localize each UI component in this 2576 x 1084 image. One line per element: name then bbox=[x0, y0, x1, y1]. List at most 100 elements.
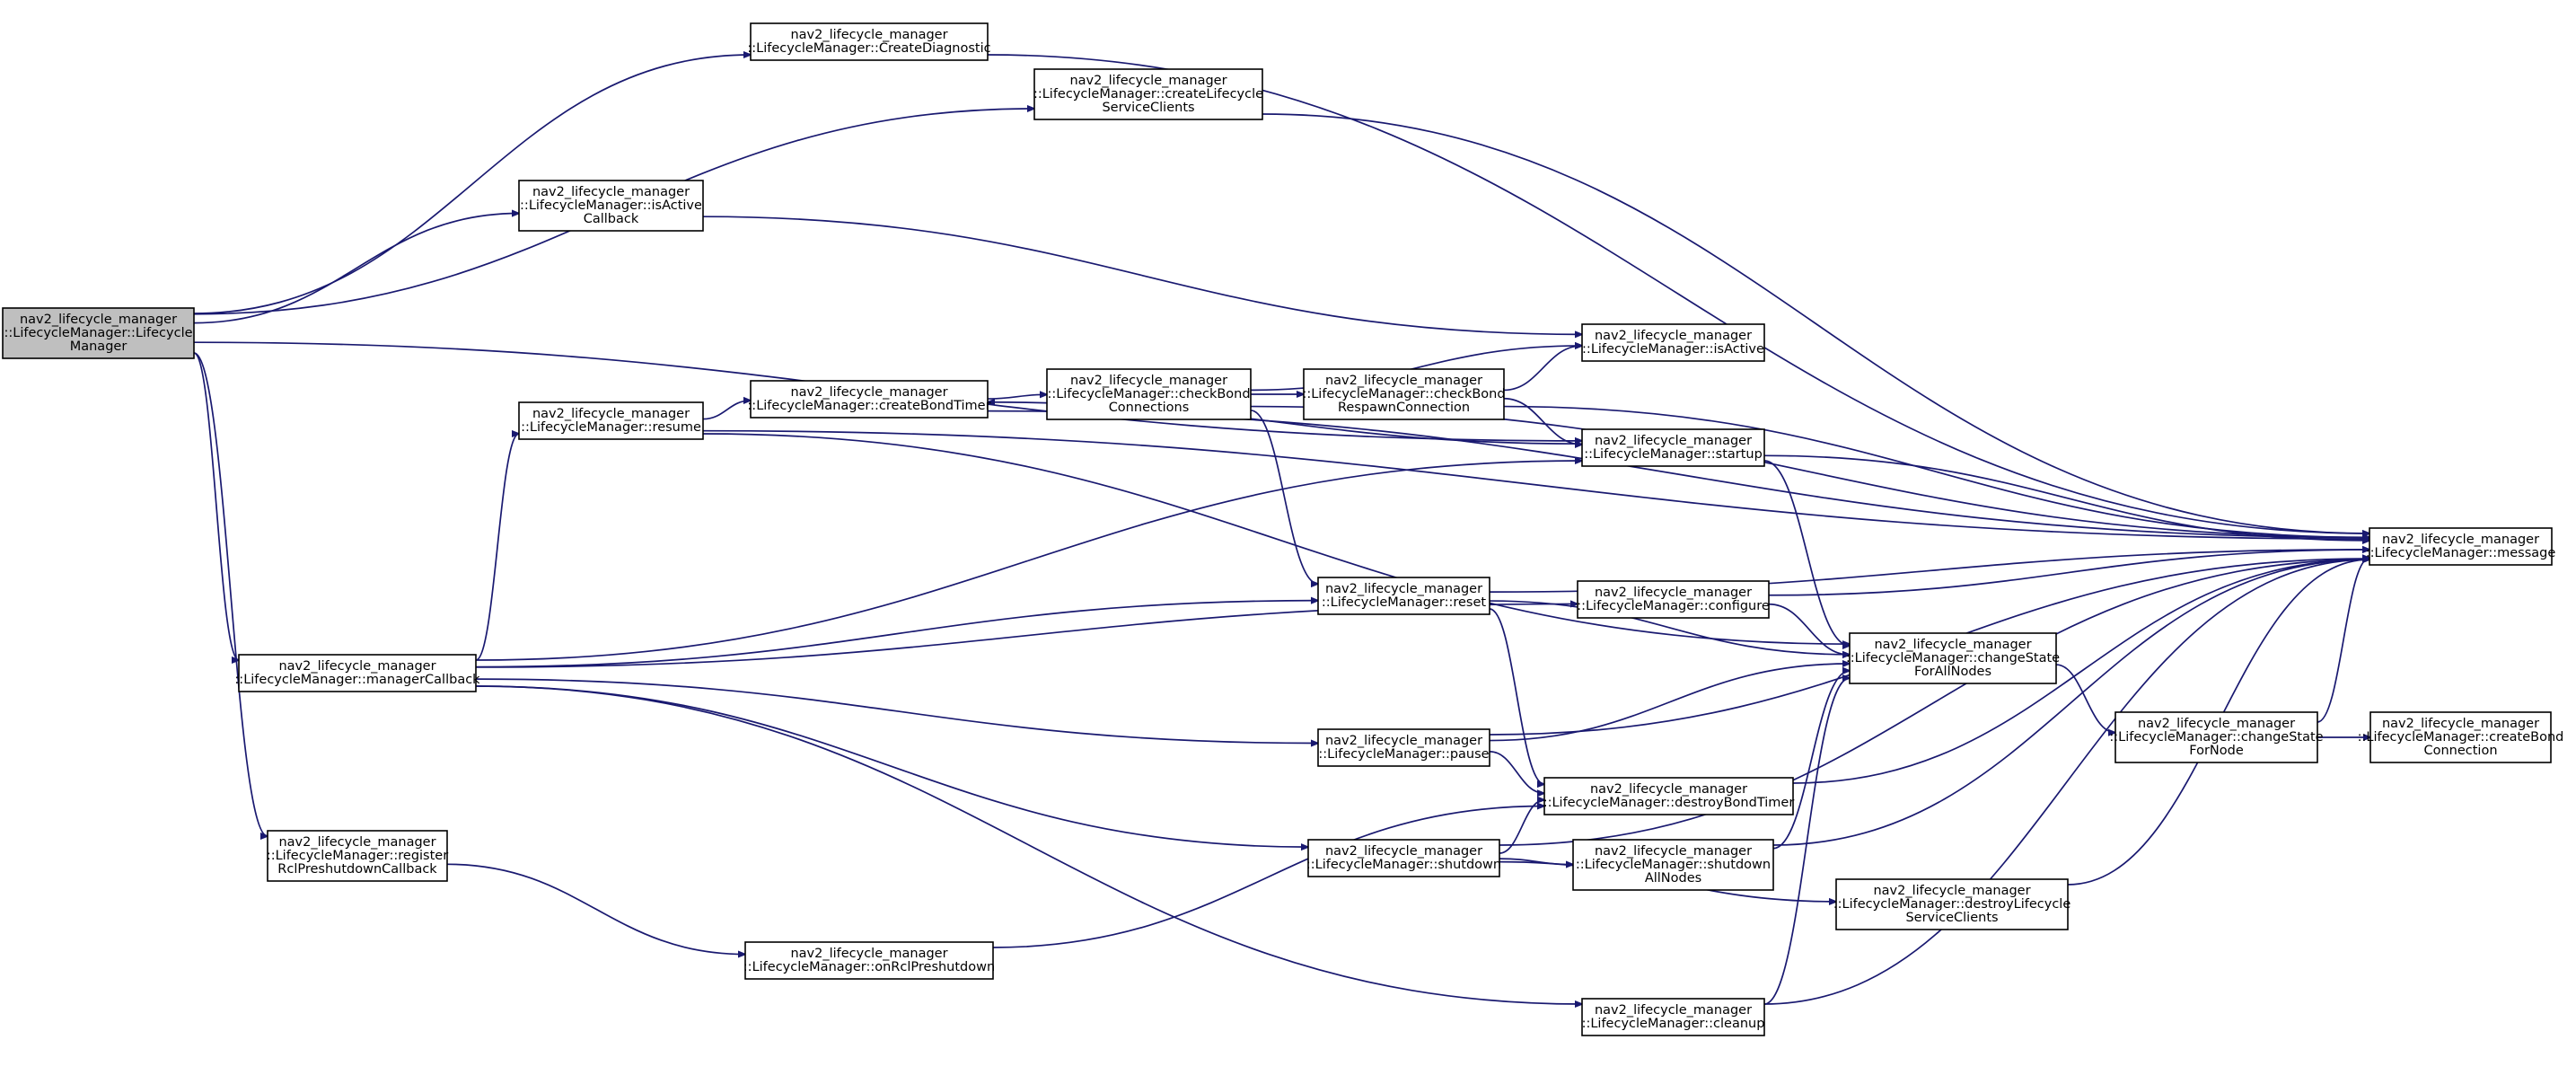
edge-arrow bbox=[1262, 113, 2369, 533]
node-label-line: nav2_lifecycle_manager bbox=[2382, 717, 2539, 731]
node-resume[interactable]: nav2_lifecycle_manager::LifecycleManager… bbox=[518, 401, 704, 440]
node-label-line: Connection bbox=[2423, 744, 2497, 758]
node-box bbox=[2369, 527, 2553, 566]
node-label-line: Connections bbox=[1109, 401, 1190, 415]
node-label-line: nav2_lifecycle_manager bbox=[278, 659, 435, 674]
node-shutdown[interactable]: nav2_lifecycle_manager::LifecycleManager… bbox=[1306, 839, 1501, 877]
edge-arrow bbox=[1763, 460, 1850, 646]
node-onRclPreshutdown[interactable]: nav2_lifecycle_manager::LifecycleManager… bbox=[743, 941, 995, 980]
node-label-line: ::LifecycleManager::changeState bbox=[1846, 651, 2060, 665]
node-box bbox=[267, 830, 448, 882]
edge-changeStateForAllNodes-to-changeStateForNode bbox=[2055, 664, 2115, 733]
edge-arrow bbox=[1499, 800, 1544, 854]
node-managerCallback[interactable]: nav2_lifecycle_manager::LifecycleManager… bbox=[234, 654, 480, 692]
edge-arrow bbox=[193, 214, 519, 324]
node-label-line: ::LifecycleManager::resume bbox=[521, 420, 701, 435]
node-box bbox=[518, 401, 704, 440]
edge-managerCallback-to-startup bbox=[475, 461, 1582, 661]
edge-arrow bbox=[475, 601, 1318, 668]
edge-resume-to-createBondTimer bbox=[702, 401, 751, 420]
edge-ctor-to-registerRclPreshutdownCallback bbox=[193, 352, 268, 836]
edge-arrow bbox=[1763, 560, 2369, 1005]
edge-startup-to-changeStateForAllNodes bbox=[1763, 460, 1850, 646]
node-label-line: nav2_lifecycle_manager bbox=[790, 28, 947, 42]
node-box bbox=[750, 380, 989, 419]
node-startup[interactable]: nav2_lifecycle_manager::LifecycleManager… bbox=[1581, 428, 1765, 467]
edge-arrow bbox=[1772, 671, 1850, 850]
node-changeStateForAllNodes[interactable]: nav2_lifecycle_manager::LifecycleManager… bbox=[1846, 632, 2060, 684]
node-isActive[interactable]: nav2_lifecycle_manager::LifecycleManager… bbox=[1581, 323, 1765, 362]
node-pause[interactable]: nav2_lifecycle_manager::LifecycleManager… bbox=[1317, 728, 1490, 767]
edge-arrow bbox=[1489, 608, 1544, 784]
node-createBondTimer[interactable]: nav2_lifecycle_manager::LifecycleManager… bbox=[747, 380, 991, 419]
node-destroyLifecycleServiceClients[interactable]: nav2_lifecycle_manager::LifecycleManager… bbox=[1833, 878, 2071, 930]
edge-arrow bbox=[446, 863, 745, 954]
edge-arrow bbox=[1792, 560, 2369, 784]
node-label-line: ::LifecycleManager::createBond bbox=[2358, 730, 2564, 745]
node-label-line: ForNode bbox=[2189, 744, 2244, 758]
edge-ctor-to-createDiagnostic bbox=[193, 55, 751, 314]
edge-arrow bbox=[1489, 750, 1544, 793]
edge-checkBondRespawnConnection-to-message bbox=[1503, 405, 2369, 538]
node-label-line: nav2_lifecycle_manager bbox=[1595, 329, 1752, 343]
node-label-line: nav2_lifecycle_manager bbox=[1325, 374, 1482, 388]
node-label-line: ::LifecycleManager::managerCallback bbox=[234, 673, 480, 687]
node-cleanup[interactable]: nav2_lifecycle_manager::LifecycleManager… bbox=[1581, 998, 1765, 1036]
node-box bbox=[1577, 580, 1770, 619]
edge-checkBondConnections-to-reset bbox=[1250, 410, 1318, 584]
edge-arrow bbox=[1763, 454, 2369, 541]
edge-managerCallback-to-pause bbox=[475, 678, 1318, 743]
node-registerRclPreshutdownCallback[interactable]: nav2_lifecycle_manager::LifecycleManager… bbox=[267, 830, 448, 882]
node-destroyBondTimer[interactable]: nav2_lifecycle_manager::LifecycleManager… bbox=[1543, 777, 1795, 815]
node-createBondConnection[interactable]: nav2_lifecycle_manager::LifecycleManager… bbox=[2358, 711, 2564, 763]
node-label-line: nav2_lifecycle_manager bbox=[1595, 434, 1752, 448]
node-box bbox=[1543, 777, 1794, 815]
node-configure[interactable]: nav2_lifecycle_manager::LifecycleManager… bbox=[1577, 580, 1770, 619]
edge-configure-to-message bbox=[1768, 550, 2369, 596]
edge-reset-to-destroyBondTimer bbox=[1489, 608, 1544, 784]
node-label-line: ::LifecycleManager::checkBond bbox=[1047, 387, 1250, 401]
node-changeStateForNode[interactable]: nav2_lifecycle_manager::LifecycleManager… bbox=[2109, 711, 2324, 763]
edge-arrow bbox=[702, 429, 2369, 539]
node-label-line: ::LifecycleManager::createLifecycle bbox=[1033, 87, 1263, 101]
node-isActiveCallback[interactable]: nav2_lifecycle_manager::LifecycleManager… bbox=[518, 180, 704, 232]
node-label-line: ::LifecycleManager::createBondTimer bbox=[747, 399, 990, 413]
edge-arrow bbox=[702, 433, 1850, 644]
edge-arrow bbox=[475, 678, 1318, 743]
edge-destroyBondTimer-to-message bbox=[1792, 560, 2369, 784]
node-message[interactable]: nav2_lifecycle_manager::LifecycleManager… bbox=[2366, 527, 2556, 566]
node-label-line: ::LifecycleManager::startup bbox=[1584, 447, 1763, 462]
nodes-layer: nav2_lifecycle_manager::LifecycleManager… bbox=[2, 22, 2564, 1036]
edge-configure-to-changeStateForAllNodes bbox=[1768, 603, 1850, 655]
node-label-line: nav2_lifecycle_manager bbox=[1595, 844, 1752, 859]
node-createLifecycleServiceClients[interactable]: nav2_lifecycle_manager::LifecycleManager… bbox=[1033, 68, 1263, 120]
node-label-line: nav2_lifecycle_manager bbox=[790, 385, 947, 400]
node-checkBondRespawnConnection[interactable]: nav2_lifecycle_manager::LifecycleManager… bbox=[1302, 368, 1506, 420]
node-checkBondConnections[interactable]: nav2_lifecycle_manager::LifecycleManager… bbox=[1046, 368, 1252, 420]
node-label-line: ::LifecycleManager::shutdown bbox=[1306, 858, 1501, 872]
node-label-line: ::LifecycleManager::shutdown bbox=[1576, 858, 1771, 872]
edge-arrow bbox=[2317, 558, 2369, 723]
node-shutdownAllNodes[interactable]: nav2_lifecycle_manager::LifecycleManager… bbox=[1572, 839, 1774, 891]
node-label-line: nav2_lifecycle_manager bbox=[20, 313, 177, 327]
node-box bbox=[1317, 728, 1490, 767]
edge-arrow bbox=[193, 352, 268, 836]
node-box bbox=[2114, 711, 2318, 763]
node-label-line: nav2_lifecycle_manager bbox=[2138, 717, 2295, 731]
node-createDiagnostic[interactable]: nav2_lifecycle_manager::LifecycleManager… bbox=[747, 22, 991, 61]
edge-arrow bbox=[2055, 664, 2115, 733]
node-label-line: ServiceClients bbox=[1102, 101, 1194, 115]
edge-onRclPreshutdown-to-destroyBondTimer bbox=[992, 806, 1544, 948]
node-ctor[interactable]: nav2_lifecycle_manager::LifecycleManager… bbox=[2, 307, 195, 359]
edge-shutdown-to-message bbox=[1499, 560, 2369, 846]
node-box bbox=[1581, 998, 1765, 1036]
edge-checkBondRespawnConnection-to-isActive bbox=[1503, 346, 1582, 392]
edge-arrow bbox=[1250, 410, 1318, 584]
node-label-line: ::LifecycleManager::checkBond bbox=[1302, 387, 1505, 401]
edge-arrow bbox=[475, 685, 1308, 847]
node-label-line: Callback bbox=[584, 212, 639, 226]
node-reset[interactable]: nav2_lifecycle_manager::LifecycleManager… bbox=[1317, 577, 1490, 615]
edge-arrow bbox=[1503, 397, 1582, 445]
node-label-line: nav2_lifecycle_manager bbox=[1874, 638, 2031, 652]
